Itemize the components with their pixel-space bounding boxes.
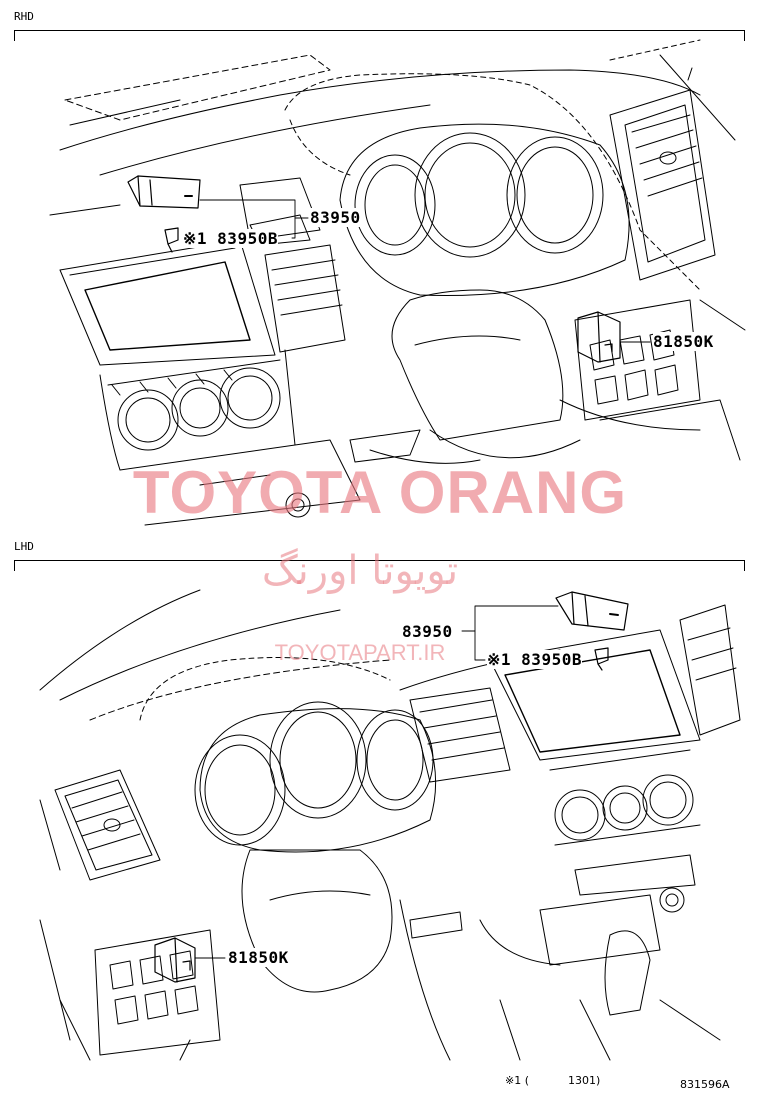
rhd-callout-81850k: 81850K (653, 332, 714, 351)
rhd-switch-83950-icon (127, 175, 201, 209)
footnote-right: 1301) (568, 1074, 601, 1087)
lhd-switch-81850k-icon (154, 937, 196, 983)
lhd-clip-83950b-icon (594, 647, 609, 671)
rhd-switch-81850k-icon (577, 311, 621, 363)
rhd-dashboard-illustration (49, 39, 746, 526)
watermark-title: TOYOTA ORANG (132, 459, 628, 526)
lhd-switch-83950-icon (555, 591, 629, 631)
footnote-left: ※1 ( (505, 1074, 530, 1087)
rhd-callout-83950b: ※1 83950B (183, 229, 278, 248)
rhd-section-bracket (14, 30, 745, 41)
lhd-callout-83950: 83950 (402, 622, 453, 641)
lhd-callout-81850k: 81850K (228, 948, 289, 967)
lhd-label: LHD (14, 540, 34, 553)
watermark-url: TOYOTAPART.IR (274, 640, 446, 665)
lhd-section-bracket (14, 560, 745, 571)
rhd-clip-83950b-icon (164, 227, 179, 253)
rhd-callout-83950: 83950 (310, 208, 361, 227)
lhd-callout-83950b: ※1 83950B (487, 650, 582, 669)
watermark-persian: تویوتا اورنگ (261, 548, 459, 594)
drawing-code: 831596A (680, 1078, 730, 1091)
rhd-label: RHD (14, 10, 34, 23)
